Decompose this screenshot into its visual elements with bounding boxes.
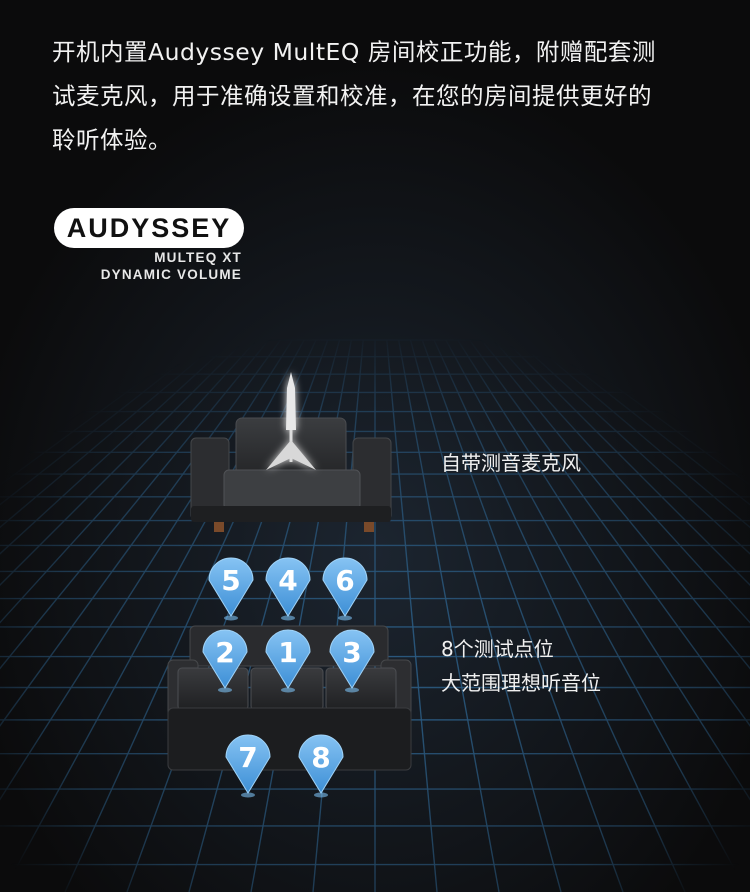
headline-line-3: 聆听体验。 (52, 126, 172, 154)
point-pin-4: 4 (265, 557, 311, 621)
logo-line-2: DYNAMIC VOLUME (100, 267, 242, 282)
pin-shadow (338, 615, 352, 621)
points-caption-line-1: 8个测试点位 (441, 637, 554, 661)
point-pin-2: 2 (202, 629, 248, 693)
pin-shadow (281, 687, 295, 693)
pin-marker-icon (329, 629, 375, 689)
pin-number: 7 (238, 741, 257, 774)
pin-shadow (281, 615, 295, 621)
point-pin-5: 5 (208, 557, 254, 621)
pin-marker-icon (322, 557, 368, 617)
pin-marker-icon (202, 629, 248, 689)
audyssey-logo: AUDYSSEY (54, 208, 244, 248)
microphone-icon (266, 372, 316, 470)
point-pin-7: 7 (225, 734, 271, 798)
pin-marker-icon (265, 629, 311, 689)
headline: 开机内置Audyssey MultEQ 房间校正功能，附赠配套测 试麦克风，用于… (52, 30, 712, 162)
pin-marker-icon (208, 557, 254, 617)
pin-shadow (218, 687, 232, 693)
mic-caption: 自带测音麦克风 (441, 451, 581, 475)
pin-marker-icon (265, 557, 311, 617)
headline-line-2: 试麦克风，用于准确设置和校准，在您的房间提供更好的 (52, 82, 652, 110)
pin-number: 5 (221, 564, 240, 597)
pin-shadow (345, 687, 359, 693)
points-caption-line-2: 大范围理想听音位 (441, 671, 601, 695)
pin-number: 4 (278, 564, 297, 597)
pin-number: 8 (311, 741, 330, 774)
pin-shadow (241, 792, 255, 798)
logo-line-1: MULTEQ XT (154, 250, 242, 265)
point-pin-6: 6 (322, 557, 368, 621)
headline-line-1: 开机内置Audyssey MultEQ 房间校正功能，附赠配套测 (52, 38, 656, 66)
measurement-points: 5 4 6 2 1 3 7 8 (202, 557, 375, 798)
point-pin-3: 3 (329, 629, 375, 693)
point-pin-8: 8 (298, 734, 344, 798)
point-pin-1: 1 (265, 629, 311, 693)
pin-number: 6 (335, 564, 354, 597)
pin-number: 3 (342, 636, 361, 669)
pin-shadow (314, 792, 328, 798)
points-caption: 8个测试点位 大范围理想听音位 (441, 632, 601, 700)
pin-shadow (224, 615, 238, 621)
pin-marker-icon (225, 734, 271, 794)
pin-marker-icon (298, 734, 344, 794)
logo-wordmark: AUDYSSEY (66, 212, 232, 243)
pin-number: 1 (278, 636, 297, 669)
pin-number: 2 (215, 636, 234, 669)
